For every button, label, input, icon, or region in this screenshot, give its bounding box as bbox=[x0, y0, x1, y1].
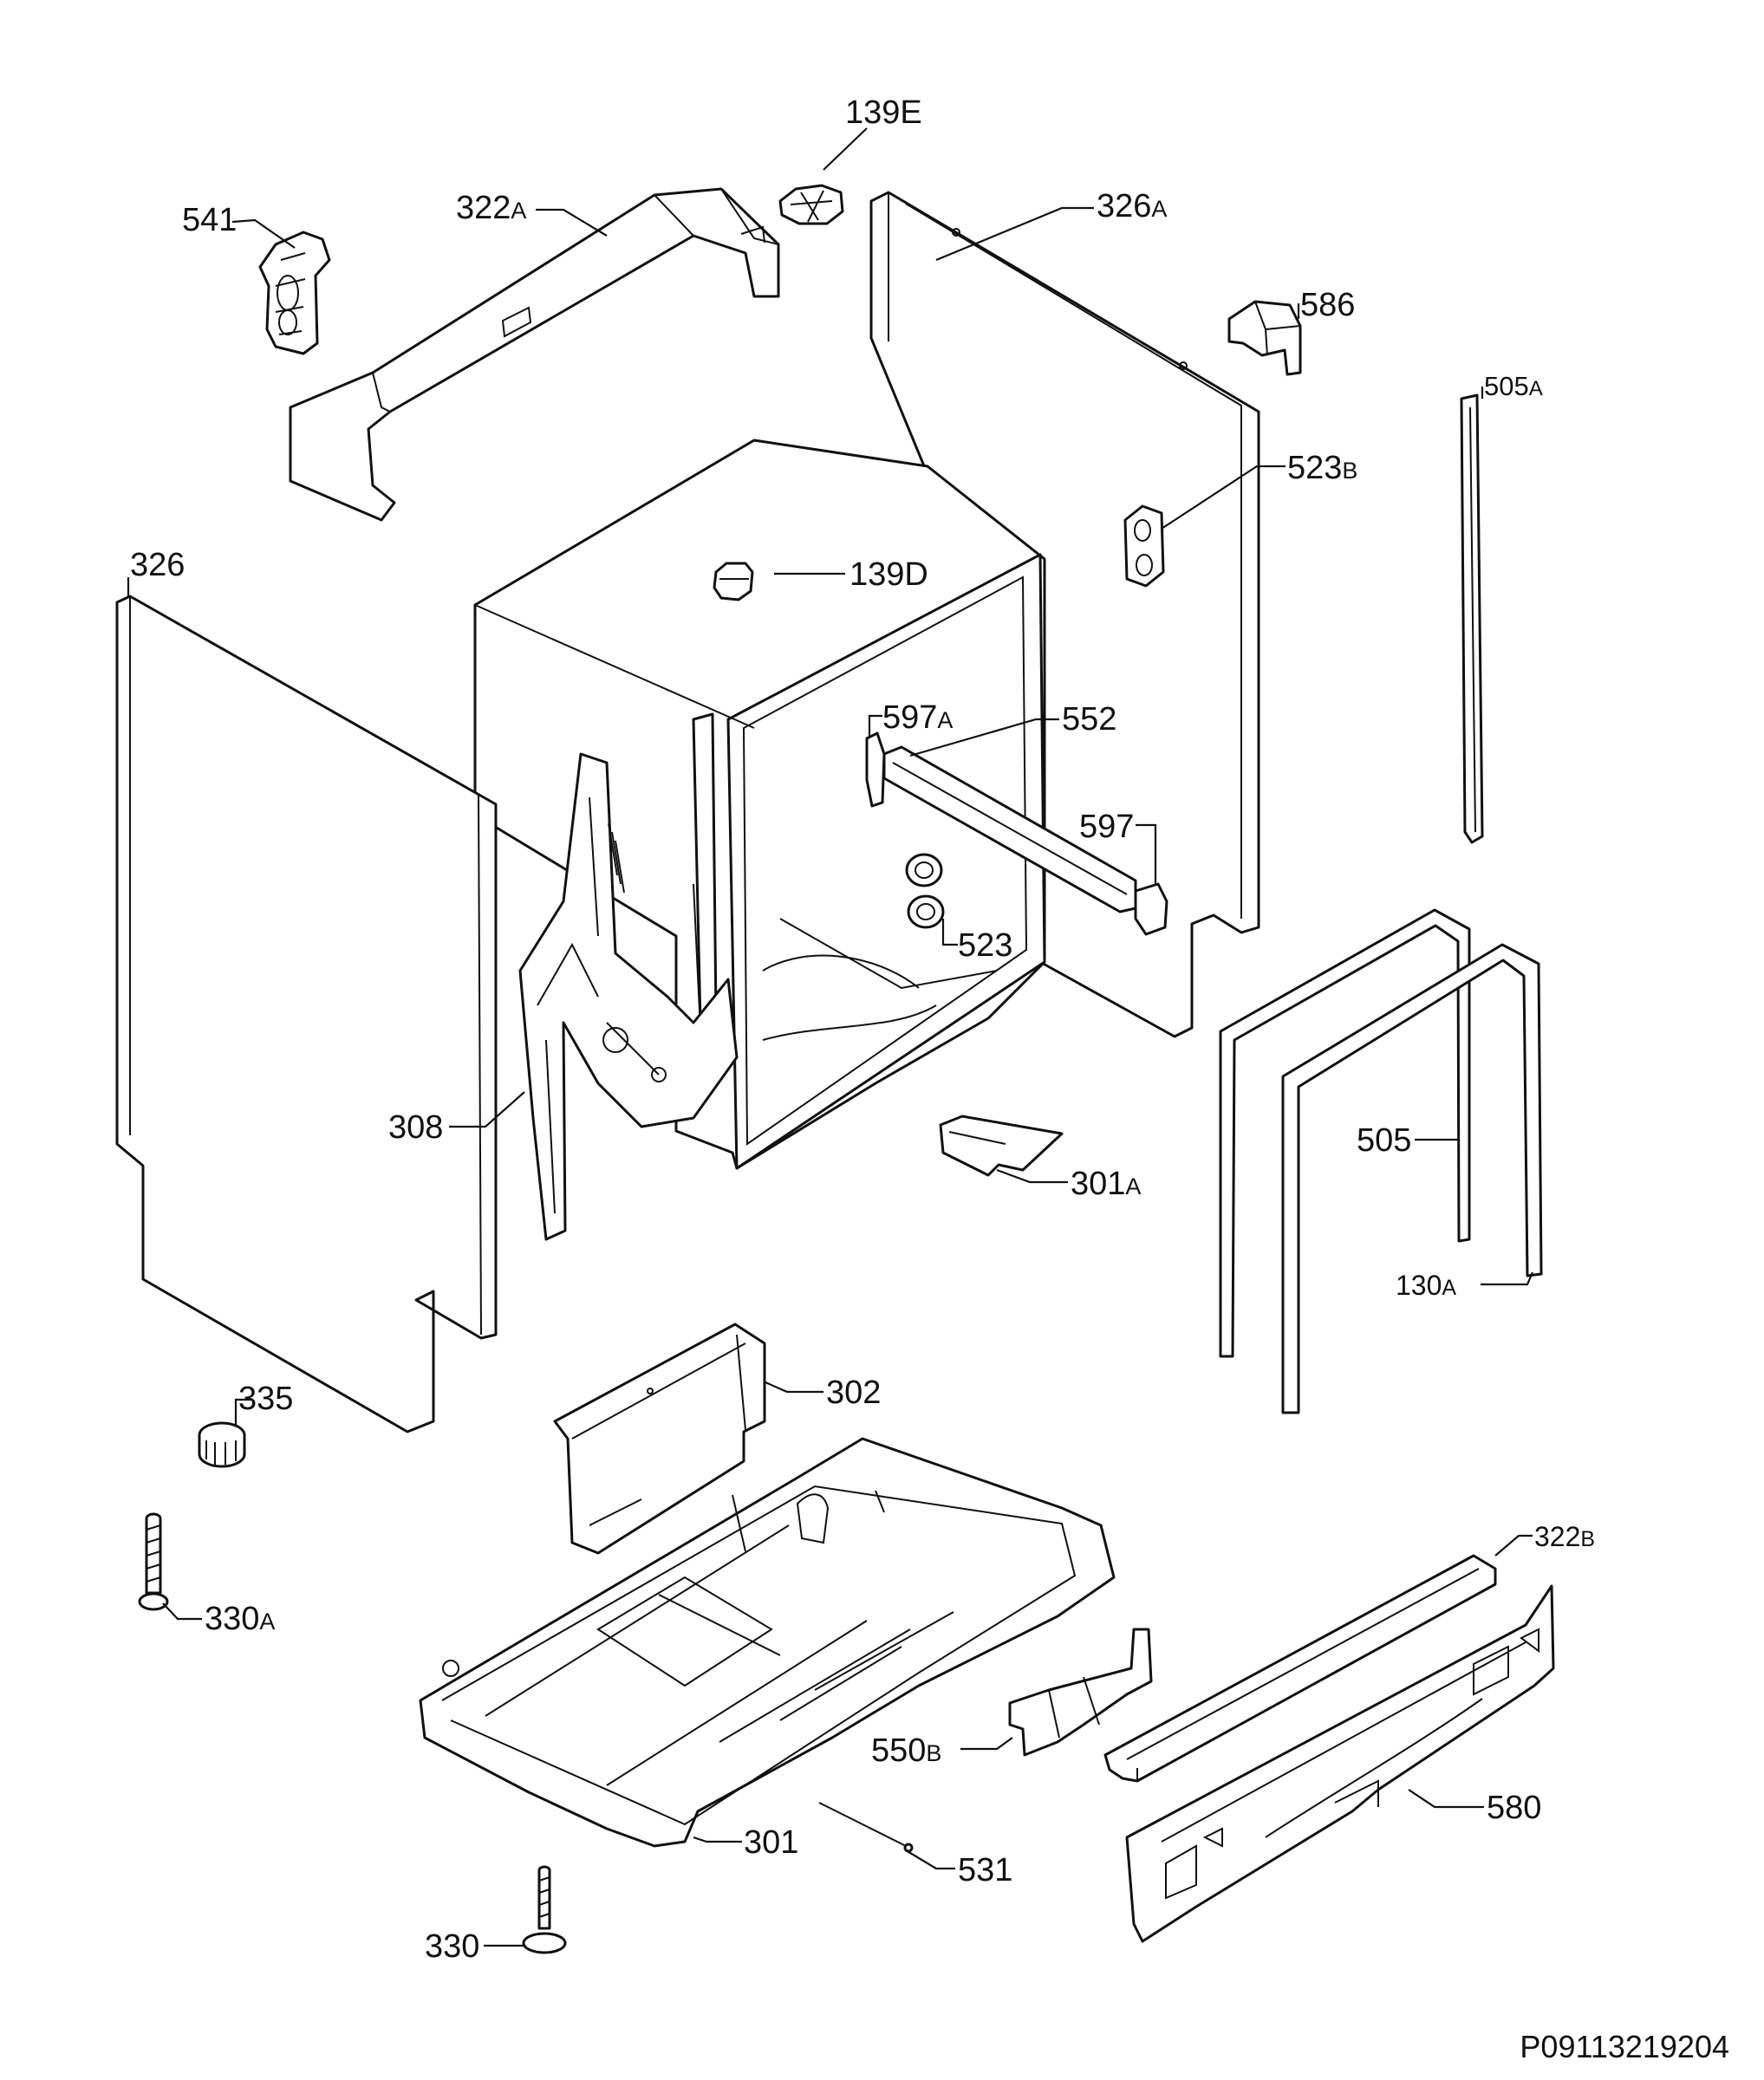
label-330A: 330A bbox=[205, 1601, 275, 1637]
part-597A-clip bbox=[865, 731, 886, 808]
label-322B: 322B bbox=[1534, 1521, 1595, 1552]
label-531: 531 bbox=[958, 1852, 1012, 1888]
part-322A-top-rail bbox=[289, 187, 780, 522]
part-130A-gasket bbox=[1281, 943, 1543, 1414]
label-301: 301 bbox=[744, 1824, 798, 1861]
part-326-side-panel-left bbox=[115, 595, 498, 1433]
label-550B: 550B bbox=[871, 1732, 941, 1769]
label-301A: 301A bbox=[1071, 1166, 1141, 1202]
part-523B-grommet bbox=[1123, 504, 1165, 588]
part-531-pin bbox=[818, 1802, 914, 1853]
part-139E-knob bbox=[778, 184, 844, 225]
callout-labels: 139E 541 322A 326A 586 505A 523B 139D 32… bbox=[130, 94, 1729, 2064]
part-580-plinth bbox=[1125, 1584, 1555, 1943]
diagram-code: P09113219204 bbox=[1520, 2029, 1729, 2064]
label-505: 505 bbox=[1357, 1122, 1411, 1159]
label-523: 523 bbox=[958, 927, 1012, 964]
part-335-nut bbox=[198, 1421, 246, 1468]
label-322A: 322A bbox=[456, 190, 526, 226]
part-301-base bbox=[419, 1437, 1116, 1848]
part-301A-bracket bbox=[939, 1115, 1064, 1177]
label-505A: 505A bbox=[1484, 371, 1543, 401]
part-139D-nut bbox=[713, 562, 754, 601]
part-322B-rail bbox=[1103, 1554, 1497, 1783]
label-597A: 597A bbox=[882, 699, 953, 736]
part-550B-bracket bbox=[1008, 1628, 1153, 1757]
part-302-cover bbox=[553, 1323, 766, 1555]
label-580: 580 bbox=[1487, 1790, 1541, 1826]
part-tub bbox=[473, 439, 1046, 1170]
part-330A-screw bbox=[138, 1512, 169, 1611]
label-139E: 139E bbox=[845, 94, 922, 131]
label-302: 302 bbox=[826, 1375, 881, 1411]
label-308: 308 bbox=[388, 1109, 443, 1146]
part-597-clip bbox=[1134, 882, 1168, 936]
label-326: 326 bbox=[130, 547, 185, 583]
label-552: 552 bbox=[1062, 701, 1116, 738]
label-130A: 130A bbox=[1396, 1270, 1456, 1301]
part-330-screw bbox=[522, 1865, 567, 1954]
leader-lines bbox=[127, 127, 1534, 1947]
part-523-grommets bbox=[905, 853, 945, 929]
part-586-bracket bbox=[1227, 300, 1302, 376]
label-597: 597 bbox=[1079, 809, 1134, 845]
label-541: 541 bbox=[182, 202, 237, 238]
part-541-clip bbox=[258, 231, 331, 355]
part-505A-strip bbox=[1460, 393, 1484, 844]
label-335: 335 bbox=[238, 1381, 293, 1417]
label-523B: 523B bbox=[1287, 450, 1357, 486]
part-505-gasket bbox=[1219, 908, 1471, 1358]
label-586: 586 bbox=[1300, 287, 1355, 323]
part-308-hinge bbox=[518, 752, 739, 1241]
label-326A: 326A bbox=[1097, 188, 1167, 224]
label-330: 330 bbox=[425, 1928, 479, 1965]
label-139D: 139D bbox=[849, 556, 928, 593]
